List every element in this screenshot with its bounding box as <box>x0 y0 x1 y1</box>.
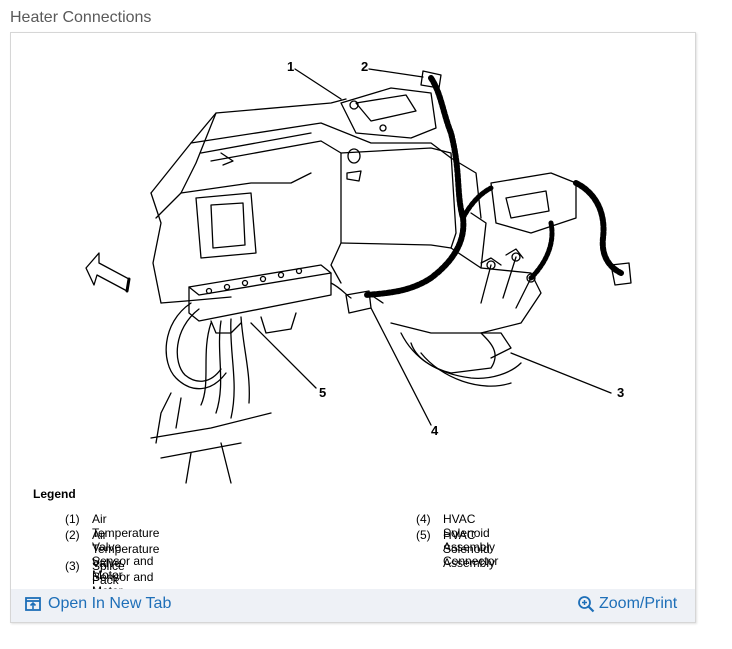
open-in-new-tab-label: Open In New Tab <box>48 595 172 612</box>
callout-3: 3 <box>617 385 624 400</box>
callout-3-leader <box>510 352 612 394</box>
zoom-print-button[interactable]: Zoom/Print <box>577 595 677 613</box>
zoom-print-label: Zoom/Print <box>599 595 678 612</box>
callout-5: 5 <box>319 385 326 400</box>
page-title: Heater Connections <box>10 9 152 26</box>
splice-pack <box>410 332 496 374</box>
air-temp-valve-actuator <box>340 87 437 139</box>
zoom-in-icon <box>578 596 595 613</box>
direction-arrow <box>85 252 130 292</box>
callout-1: 1 <box>287 59 294 74</box>
callout-4-leader <box>370 307 432 426</box>
callout-2-leader <box>368 68 424 78</box>
dash-panel-outline <box>150 98 347 194</box>
diagram-card: 1 2 3 4 5 Legend (1) Air Temperature Val… <box>10 32 696 623</box>
open-new-tab-icon <box>25 597 41 611</box>
legend-title: Legend <box>33 487 76 501</box>
callout-2: 2 <box>361 59 368 74</box>
vacuum-hoses <box>165 302 227 390</box>
open-in-new-tab-button[interactable]: Open In New Tab <box>24 595 171 613</box>
footer-bar: Open In New Tab Zoom/Print <box>11 589 695 622</box>
hvac-solenoid-assembly <box>188 264 332 322</box>
heater-case <box>320 140 342 284</box>
callout-4: 4 <box>431 423 439 438</box>
callout-1-leader <box>294 68 342 100</box>
wiring-harness <box>363 75 467 298</box>
callout-5-leader <box>250 322 317 389</box>
heater-connections-diagram[interactable]: 1 2 3 4 5 <box>11 33 695 588</box>
